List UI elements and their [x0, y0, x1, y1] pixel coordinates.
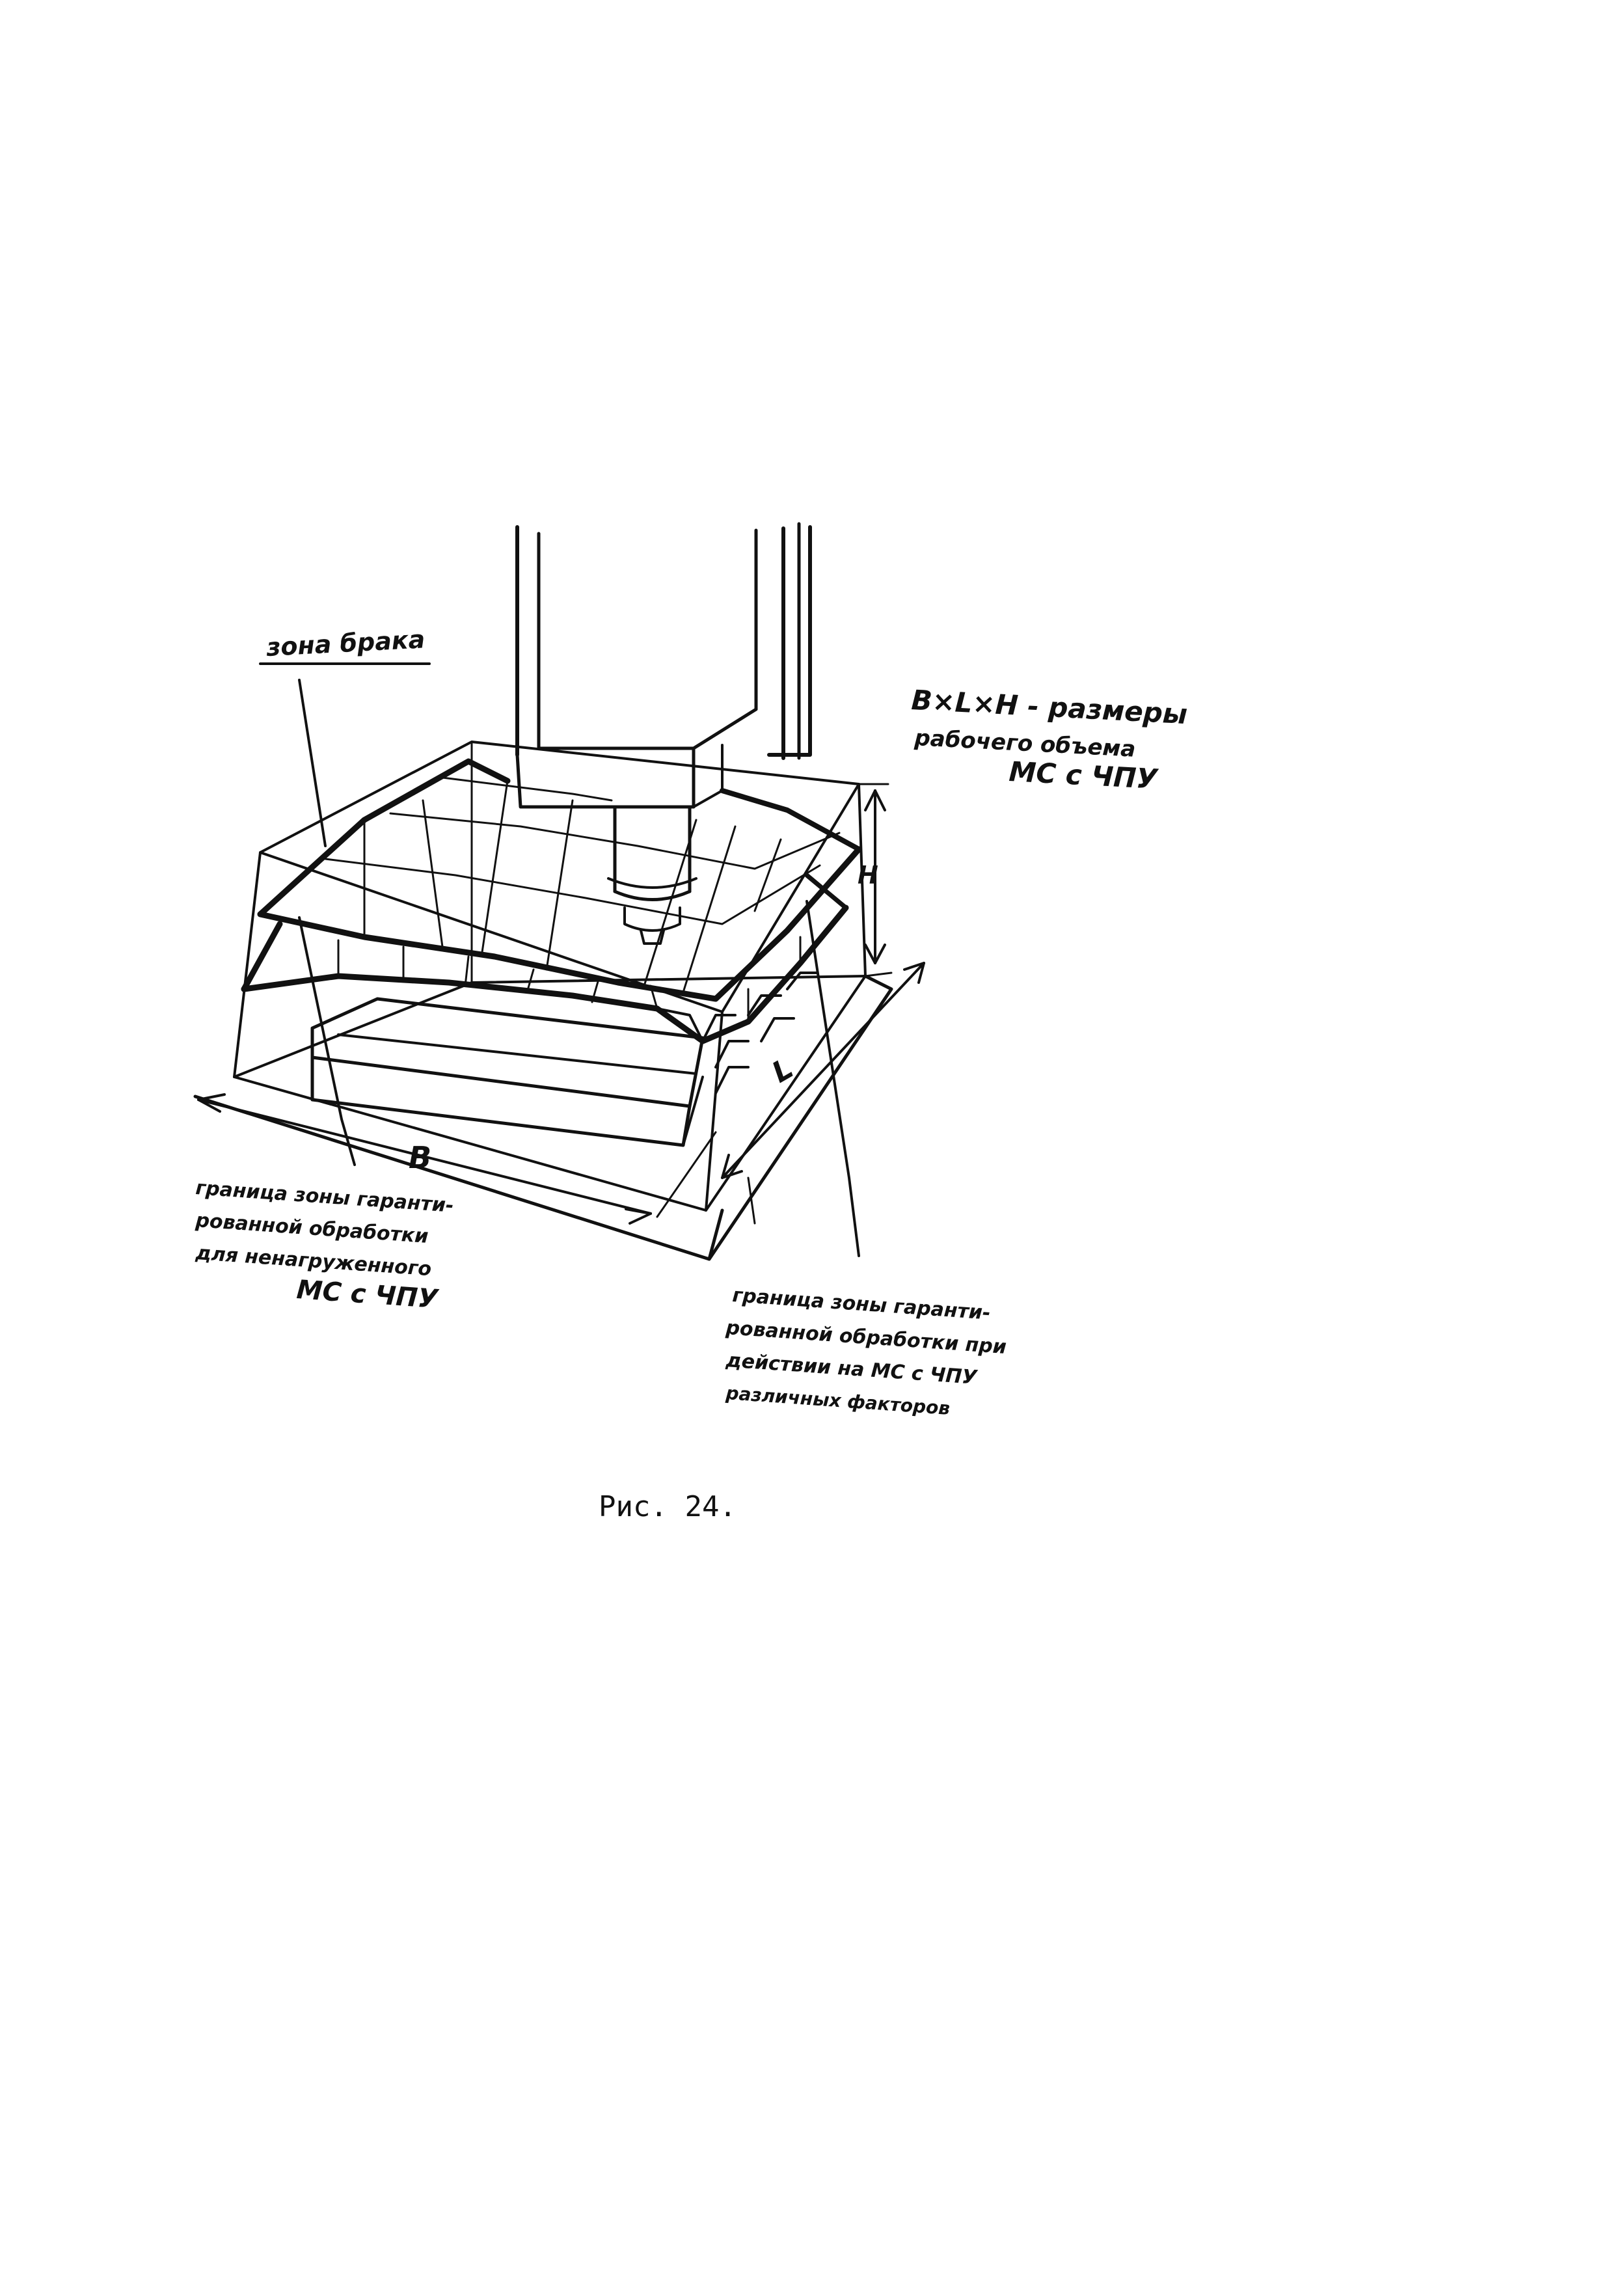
- label-dimensions-line3: МС с ЧПУ: [1008, 755, 1159, 795]
- leader-lines: [259, 662, 860, 1257]
- label-dimensions-line1: B×L×H - размеры: [910, 684, 1188, 730]
- figure-caption: Рис. 24.: [599, 1490, 737, 1523]
- label-dim-H: H: [858, 861, 878, 890]
- machine-table: [193, 972, 893, 1261]
- loaded-boundary-surface: [241, 873, 849, 1044]
- label-unloaded-line4: МС с ЧПУ: [295, 1275, 440, 1314]
- label-unloaded-line2: рованной обработки: [194, 1209, 429, 1248]
- label-dim-L: L: [766, 1052, 799, 1089]
- label-loaded-line4: различных факторов: [725, 1382, 951, 1419]
- spindle-tool: [607, 805, 697, 945]
- label-loaded-line3: действии на МС с ЧПУ: [724, 1349, 979, 1389]
- label-dim-B: B: [409, 1140, 431, 1175]
- labels: зона брака B×L×H - размеры рабочего объе…: [194, 625, 1188, 1419]
- unloaded-boundary-surface: [257, 758, 862, 1002]
- dimension-lines: [197, 783, 925, 1225]
- label-scrap-zone: зона брака: [265, 625, 426, 662]
- label-loaded-line1: граница зоны гаранти-: [731, 1284, 991, 1325]
- spindle-column: [515, 522, 812, 809]
- label-unloaded-line3: для ненагруженного: [194, 1242, 432, 1281]
